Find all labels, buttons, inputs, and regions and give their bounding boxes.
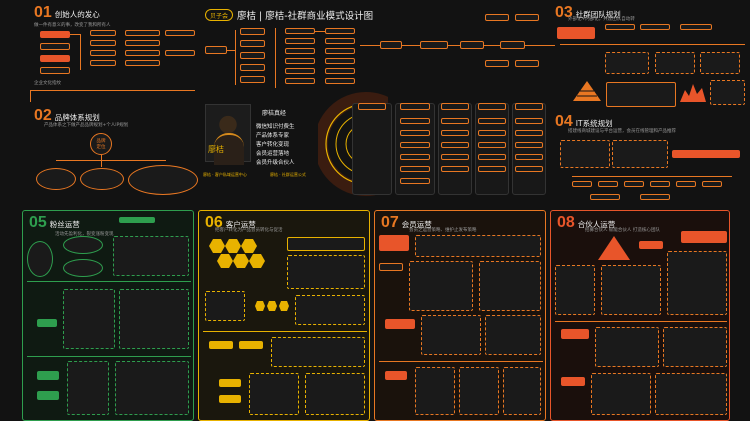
section-05-header: 05 粉丝运营: [29, 214, 80, 232]
page-title: 廖桔 | 廖桔-社群商业模式设计图: [237, 11, 374, 22]
section-subtitle: 产品体系之下做产品品牌规划+个人IP规划: [44, 123, 129, 128]
section-subtitle: 把客户转化为产品会员转化与促活: [215, 228, 283, 233]
section-07-header: 07 会员运营: [381, 214, 432, 232]
section-title: 粉丝运营: [49, 220, 80, 229]
founder-role: 产品体系专家: [256, 133, 290, 139]
section-number: 06: [205, 214, 223, 231]
hexagon-grid-icon: [209, 239, 265, 268]
section-subtitle: 外部化+内部化，共建团队自动转: [568, 17, 635, 22]
pyramid-icon: [598, 236, 630, 260]
section-title: 社群团队规划: [575, 10, 621, 19]
profile-footer-left: 廖桔 · 客户私域运营中心: [203, 172, 247, 177]
panel-06-customer-operations: 06 客户运营 把客户转化为产品会员转化与促活: [198, 210, 370, 421]
section-number: 03: [555, 4, 573, 21]
section-04-header: 04 IT系统规划: [555, 113, 613, 131]
section-number: 02: [34, 107, 52, 124]
section-number: 08: [557, 214, 575, 231]
panel-08-partner-operations: 08 合伙人运营 招募合伙人 赋能合伙人 打造核心团队: [550, 210, 730, 421]
section-number: 07: [381, 214, 399, 231]
culture-label: 企业文化指纹: [34, 81, 61, 86]
panel-07-member-operations: 07 会员运营 会员之运营策略、维护止发布策略: [374, 210, 546, 421]
section-title: 品牌体系规划: [54, 113, 100, 122]
founder-profile: 廖桔 廖桔真经 微信知识付费生 产品体系专家 客户转化变现 会员运营落地 会员升…: [200, 100, 328, 182]
section-title: 创始人的发心: [54, 10, 100, 19]
section-subtitle: 做一件有意义的事，改变了我和所有人: [34, 23, 111, 28]
section-title: 合伙人运营: [577, 220, 616, 229]
section-number: 01: [34, 4, 52, 21]
founder-photo-name: 廖桔: [208, 145, 224, 154]
brand-position-bubble: 品牌 定位: [90, 133, 112, 155]
growth-icon: [680, 84, 706, 102]
profile-footer-right: 廖桔 · 社群运营公式: [270, 172, 306, 177]
section-06-header: 06 客户运营: [205, 214, 256, 232]
founder-role: 会员升级合伙人: [256, 160, 295, 166]
section-subtitle: 会员之运营策略、维护止发布策略: [409, 228, 477, 233]
section-subtitle: 活动先盈利化，裂变涨粉变现: [55, 232, 114, 237]
section-title: 客户运营: [225, 220, 256, 229]
section-subtitle: 搭建线商城建设与平台运营，会员在线管理和产品推荐: [568, 129, 676, 134]
section-03-header: 03 社群团队规划: [555, 4, 621, 22]
section-title: 会员运营: [401, 220, 432, 229]
section-08-header: 08 合伙人运营: [557, 214, 615, 232]
founder-role: 微信知识付费生: [256, 124, 295, 130]
founder-name: 廖桔真经: [262, 110, 287, 117]
page-header: 贝子会 廖桔 | 廖桔-社群商业模式设计图: [205, 6, 405, 24]
section-title: IT系统规划: [575, 119, 613, 128]
founder-role: 客户转化变现: [256, 142, 290, 148]
section-02-header: 02 品牌体系规划: [34, 107, 100, 125]
panel-05-fan-operations: 05 粉丝运营 活动先盈利化，裂变涨粉变现: [22, 210, 194, 421]
section-01-header: 01 创始人的发心: [34, 4, 100, 22]
number-badges-icon: [255, 301, 289, 311]
founder-photo: [205, 104, 251, 165]
founder-role: 会员运营落地: [256, 151, 290, 157]
section-subtitle: 招募合伙人 赋能合伙人 打造核心团队: [585, 228, 660, 233]
section-number: 04: [555, 113, 573, 130]
pyramid-icon: [573, 81, 601, 101]
section-number: 05: [29, 214, 47, 231]
brand-logo: 贝子会: [205, 9, 233, 21]
